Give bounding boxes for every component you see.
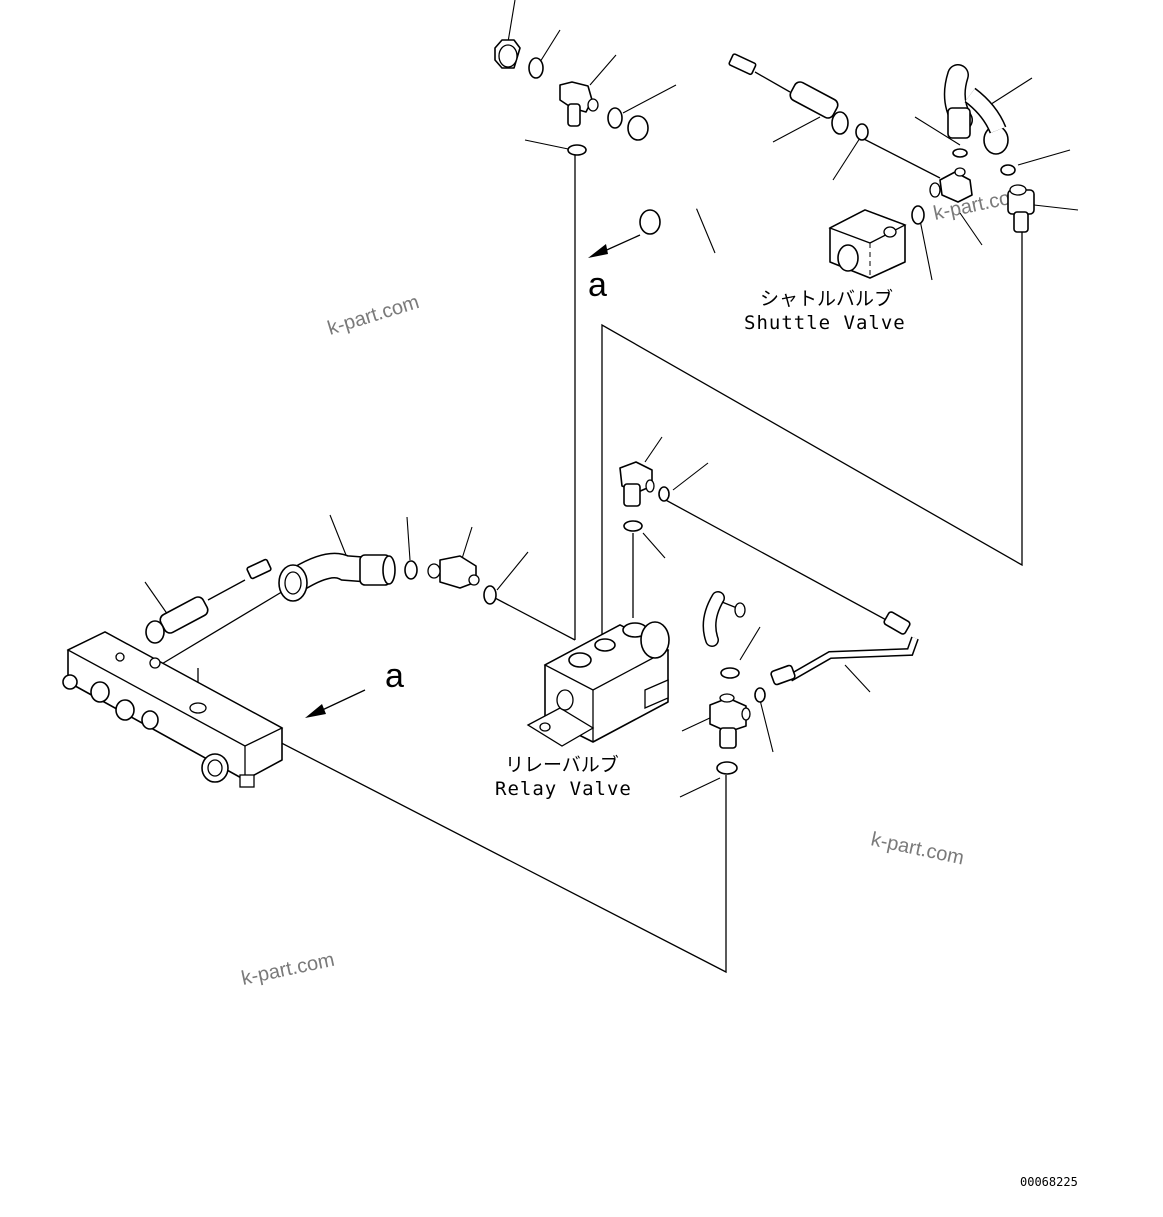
drawing-number: 00068225 [1020,1175,1078,1189]
elbow-fitting-left [427,555,480,589]
o-ring-top-2 [607,107,623,129]
tube-right [770,611,919,686]
watermark-4: k-part.com [239,949,336,990]
o-ring-shuttle-2 [952,148,968,158]
tee-fitting-shuttle [929,167,973,203]
hose-left [278,552,396,602]
hose-elbow-shuttle [943,64,1009,155]
o-ring-top-3 [567,144,587,156]
o-ring-middle-2 [623,520,643,532]
relay-valve-label-jp: リレーバルブ [505,753,619,776]
hex-nut [494,39,521,69]
o-ring-right-2 [754,687,766,703]
o-ring-middle-1 [658,486,670,502]
shuttle-valve-body [828,209,907,279]
relay-valve-label-en: Relay Valve [495,778,632,800]
bent-tube-top [627,115,714,235]
shuttle-valve-label-en: Shuttle Valve [744,312,906,334]
connection-lines [159,135,1023,974]
elbow-fitting-top [559,81,599,127]
o-ring-shuttle-1 [855,123,869,141]
tee-fitting-lower [709,693,751,749]
ref-label-a-top: a [588,266,607,304]
elbow-fitting-middle [619,461,655,507]
watermark-1: k-part.com [325,291,422,340]
bent-tube-relay [702,591,746,647]
shuttle-valve-label-jp: シャトルバルブ [760,287,893,310]
elbow-fitting-shuttle [1007,184,1035,233]
relay-valve-body [526,621,670,747]
o-ring-left-1 [404,560,418,580]
watermark-3: k-part.com [869,828,966,869]
o-ring-shuttle-3 [1000,164,1016,176]
manifold-block [62,631,284,788]
ref-label-a-left: a [385,657,404,695]
o-ring-left-2 [483,585,497,605]
o-ring-right-3 [716,761,738,775]
o-ring-right-1 [720,667,740,679]
o-ring-top-1 [528,57,544,79]
leader-lines [144,0,1079,798]
pressure-sensor-top [728,53,849,135]
pressure-sensor-left [145,558,272,644]
o-ring-shuttle-4 [911,205,925,225]
